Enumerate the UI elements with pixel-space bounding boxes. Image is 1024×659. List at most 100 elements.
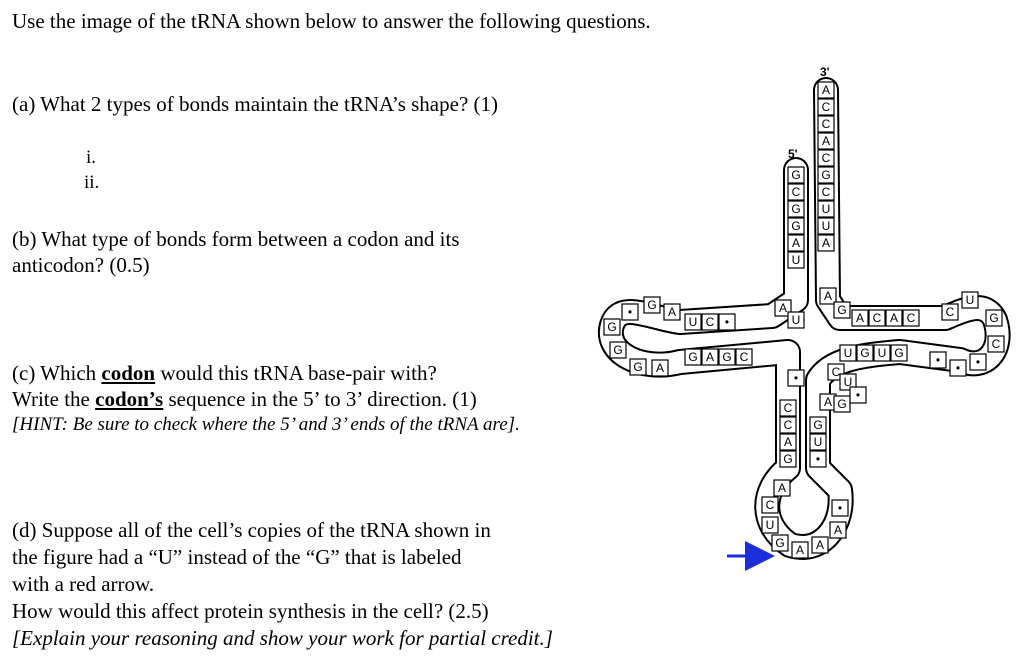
acceptor-3-base: U <box>822 202 831 216</box>
acceptor-3-base: C <box>822 117 831 131</box>
t-arm-top-base: C <box>907 311 916 325</box>
anticodon-stem-left-base-box <box>779 399 797 417</box>
anticodon-loop-base-box <box>761 516 779 534</box>
t-arm-top-base-box <box>902 309 920 327</box>
d-arm-top-base-box <box>718 313 736 331</box>
anticodon-stem-right-base-box <box>809 416 827 434</box>
acceptor-5-base-box <box>787 200 805 218</box>
t-loop-base: U <box>966 293 975 307</box>
anticodon-loop-base-box <box>761 496 779 514</box>
t-loop-base: G <box>989 311 998 325</box>
anticodon-loop-base: G <box>775 536 784 550</box>
t-loop-base-box <box>961 291 979 309</box>
five-prime-label: 5' <box>788 147 798 161</box>
acceptor-5-base-box <box>787 183 805 201</box>
acceptor-3-base-box <box>817 98 835 116</box>
anticodon-stem-left-base: C <box>784 418 793 432</box>
acceptor-5-base-box <box>787 251 805 269</box>
answer-line-ii: ii. <box>84 172 100 193</box>
acceptor-5-base-box <box>787 217 805 235</box>
junction-base-box <box>833 301 851 319</box>
junction-base: G <box>837 303 846 317</box>
acceptor-3-base: C <box>822 151 831 165</box>
variable-loop-base: U <box>844 375 853 389</box>
t-loop-base-box <box>987 335 1005 353</box>
acceptor-3-base-box <box>817 217 835 235</box>
t-arm-bottom-base: U <box>878 346 887 360</box>
variable-loop-base: • <box>856 388 860 402</box>
d-loop-base: G <box>613 343 622 357</box>
junction-base: • <box>794 371 798 385</box>
question-d-line2: the figure had a “U” instead of the “G” … <box>12 545 462 569</box>
t-arm-bottom-base: U <box>844 346 853 360</box>
d-arm-bottom-base: C <box>740 350 749 364</box>
anticodon-stem-right-base-box <box>809 433 827 451</box>
junction-base-box <box>774 299 792 317</box>
anticodon-loop-base: U <box>766 518 775 532</box>
d-loop-base-box <box>643 296 661 314</box>
anticodon-loop-base: A <box>816 538 824 552</box>
d-loop-base: A <box>656 361 664 375</box>
anticodon-loop-base-box <box>831 499 849 517</box>
acceptor-5-base: U <box>792 253 801 267</box>
t-loop-base-box <box>985 309 1003 327</box>
acceptor-5-base: C <box>792 185 801 199</box>
anticodon-loop-base: • <box>838 501 842 515</box>
anticodon-loop-base: C <box>766 498 775 512</box>
t-loop-base-box <box>929 351 947 369</box>
junction-base-box <box>819 287 837 305</box>
acceptor-3-base-box <box>817 234 835 252</box>
acceptor-5-base: G <box>791 219 800 233</box>
question-c-line2: Write the codon’s sequence in the 5’ to … <box>12 386 477 412</box>
anticodon-stem-left-base-box <box>779 450 797 468</box>
acceptor-3-base-box <box>817 166 835 184</box>
t-arm-bottom-base-box <box>839 344 857 362</box>
d-loop-base-box <box>663 303 681 321</box>
d-arm-bottom-base: A <box>706 350 714 364</box>
acceptor-5-base: G <box>791 168 800 182</box>
t-loop-base-box <box>941 303 959 321</box>
acceptor-5-base-box <box>787 166 805 184</box>
d-arm-top-base-box <box>701 313 719 331</box>
junction-base: U <box>792 313 801 327</box>
variable-loop-base: A <box>824 395 832 409</box>
d-arm-bottom-base-box <box>718 348 736 366</box>
d-loop-base-box <box>651 359 669 377</box>
anticodon-loop-base: A <box>834 523 842 537</box>
t-loop-base: C <box>992 337 1001 351</box>
junction-base-box <box>787 369 805 387</box>
question-a: (a) What 2 types of bonds maintain the t… <box>12 92 499 116</box>
question-b-line2: anticodon? (0.5) <box>12 253 150 277</box>
instruction-text: Use the image of the tRNA shown below to… <box>12 9 651 33</box>
acceptor-3-base-box <box>817 149 835 167</box>
question-c-line1: (c) Which codon would this tRNA base-pai… <box>12 360 437 386</box>
d-arm-bottom-base-box <box>735 348 753 366</box>
t-loop-base: • <box>956 361 960 375</box>
question-d-line3: with a red arrow. <box>12 572 155 596</box>
anticodon-loop-base-box <box>773 479 791 497</box>
t-loop-base: C <box>946 305 955 319</box>
acceptor-3-base: A <box>822 236 830 250</box>
acceptor-3-base: C <box>822 100 831 114</box>
variable-loop-base-box <box>839 373 857 391</box>
acceptor-5-base: G <box>791 202 800 216</box>
t-arm-top-base: C <box>873 311 882 325</box>
d-arm-bottom-base-box <box>701 348 719 366</box>
question-d-line4: How would this affect protein synthesis … <box>12 599 489 623</box>
anticodon-stem-right-base-box <box>809 450 827 468</box>
anticodon-stem-left-base: G <box>783 452 792 466</box>
question-c-line2-a: Write the <box>12 387 96 411</box>
anticodon-stem-right-base: • <box>816 452 820 466</box>
t-arm-bottom-base: G <box>894 346 903 360</box>
question-c-hint: [HINT: Be sure to check where the 5’ and… <box>12 414 520 435</box>
acceptor-3-base-box <box>817 183 835 201</box>
junction-base-box <box>787 311 805 329</box>
d-loop-base: G <box>633 360 642 374</box>
variable-loop-base: C <box>832 365 841 379</box>
anticodon-loop-base-box <box>791 541 809 559</box>
d-loop-base: • <box>628 305 632 319</box>
variable-loop-base-box <box>849 386 867 404</box>
answer-line-i: i. <box>86 147 97 168</box>
d-arm-bottom-base-box <box>684 348 702 366</box>
